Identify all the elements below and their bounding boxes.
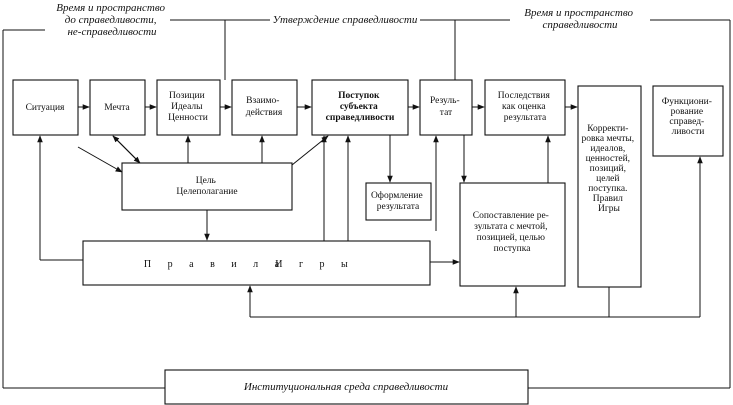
svg-text:Сопоставление ре- зульта: Сопоставление ре- зультата с мечтой, поз… <box>473 211 551 254</box>
box-environment: Институциональная среда справедливости <box>164 369 529 405</box>
box-goal-line: Цель <box>196 176 217 186</box>
box-correction-line: Правил <box>593 194 623 204</box>
box-formalization: Оформление результата <box>365 182 432 221</box>
box-consequences-line: Последствия <box>498 91 551 101</box>
box-environment-line: Институциональная среда справедливости <box>243 381 449 393</box>
outer-frame <box>2 19 731 389</box>
box-functioning-line: ливости <box>672 127 705 137</box>
box-functioning: Функциони- рование справед- ливости <box>652 85 724 157</box>
box-correction-line: Корректи- <box>587 124 628 134</box>
box-dream-line: Мечта <box>104 103 130 113</box>
box-positions: Позиции Идеалы Ценности <box>156 79 221 136</box>
box-comparison-line: зультата с мечтой, <box>474 221 547 232</box>
box-correction-line: идеалов, <box>590 144 625 154</box>
box-situation-line: Ситуация <box>26 103 65 113</box>
label-time-space-right-line: Время и пространство <box>524 7 633 19</box>
svg-text:Позиции Идеалы Цен: Позиции Идеалы Ценности <box>168 91 208 123</box>
box-correction-line: ровка мечты, <box>581 134 634 144</box>
box-consequences-line: как оценка <box>502 102 546 112</box>
svg-text:Поступок субъекта: Поступок субъекта справедливости <box>326 91 395 123</box>
label-establishment: Утверждение справедливости <box>273 14 418 26</box>
box-rules: П р а в и л а И г р ы <box>82 240 431 286</box>
box-consequences: Последствия как оценка результата <box>484 79 566 136</box>
box-interaction-line: действия <box>246 107 283 118</box>
box-positions-line: Позиции <box>169 91 205 101</box>
box-goal: Цель Целеполагание <box>121 162 293 211</box>
box-result-line: тат <box>440 108 453 118</box>
act-result-connections <box>321 135 551 265</box>
box-act-line: справедливости <box>326 113 395 123</box>
box-correction-line: ценностей, <box>586 153 631 164</box>
box-result-line: Резуль- <box>430 96 460 106</box>
box-positions-line: Идеалы <box>171 102 203 112</box>
box-functioning-line: Функциони- <box>662 97 712 107</box>
box-formalization-line: результата <box>377 202 420 212</box>
svg-text:Функциони- рование: Функциони- рование справед- ливости <box>662 97 715 137</box>
box-comparison: Сопоставление ре- зультата с мечтой, поз… <box>459 182 566 287</box>
svg-text:Корректи- ровка мечты,: Корректи- ровка мечты, идеалов, ценносте… <box>581 124 636 214</box>
label-time-space-left-line: не-справедливости <box>67 26 157 38</box>
box-interaction-line: Взаимо- <box>246 96 279 106</box>
box-correction: Корректи- ровка мечты, идеалов, ценносте… <box>577 85 642 288</box>
box-situation: Ситуация <box>12 79 79 136</box>
label-time-space-right: Время и пространство справедливости <box>524 7 635 31</box>
box-formalization-line: Оформление <box>371 190 423 201</box>
svg-text:Последствия как оценка: Последствия как оценка результата <box>498 91 552 123</box>
feedback-loop <box>247 156 703 318</box>
box-rules-word: И г р ы <box>275 259 355 270</box>
box-functioning-line: рование <box>671 107 703 117</box>
box-functioning-line: справед- <box>669 117 704 127</box>
label-time-space-left: Время и пространство до справедливости, … <box>56 2 167 38</box>
box-dream: Мечта <box>89 79 146 136</box>
box-act-line: субъекта <box>340 101 378 112</box>
box-correction-line: целей <box>596 173 619 184</box>
box-correction-line: позиций, <box>590 163 626 174</box>
box-comparison-line: Сопоставление ре- <box>473 211 549 221</box>
box-correction-line: Игры <box>598 204 621 214</box>
svg-text:Цель Целеполагание: Цель Целеполагание <box>176 176 237 197</box>
svg-text:Мечта: Мечта <box>104 103 130 113</box>
label-time-space-left-line: до справедливости, <box>65 14 157 26</box>
box-rules-word: П р а в и л а <box>144 259 286 270</box>
box-comparison-line: поступка <box>494 244 532 254</box>
box-act: Поступок субъекта справедливости <box>311 79 409 136</box>
svg-text:Оформление результата: Оформление результата <box>371 190 425 212</box>
label-time-space-right-line: справедливости <box>542 19 618 31</box>
svg-text:Резуль- тат: Резуль- тат <box>430 96 462 118</box>
box-comparison-line: позицией, целью <box>477 232 545 243</box>
box-consequences-line: результата <box>504 113 547 123</box>
box-interaction: Взаимо- действия <box>231 79 298 136</box>
box-act-line: Поступок <box>338 91 380 101</box>
label-time-space-left-line: Время и пространство <box>56 2 165 14</box>
box-goal-line: Целеполагание <box>176 187 237 197</box>
svg-text:Институциональная среда справе: Институциональная среда справедливости <box>243 381 449 393</box>
box-result: Резуль- тат <box>419 79 473 136</box>
box-correction-line: поступка. <box>588 184 627 194</box>
svg-text:Ситуация: Ситуация <box>26 103 65 113</box>
box-positions-line: Ценности <box>168 113 208 123</box>
svg-text:Взаимо- действия: Взаимо- действия <box>246 96 283 118</box>
